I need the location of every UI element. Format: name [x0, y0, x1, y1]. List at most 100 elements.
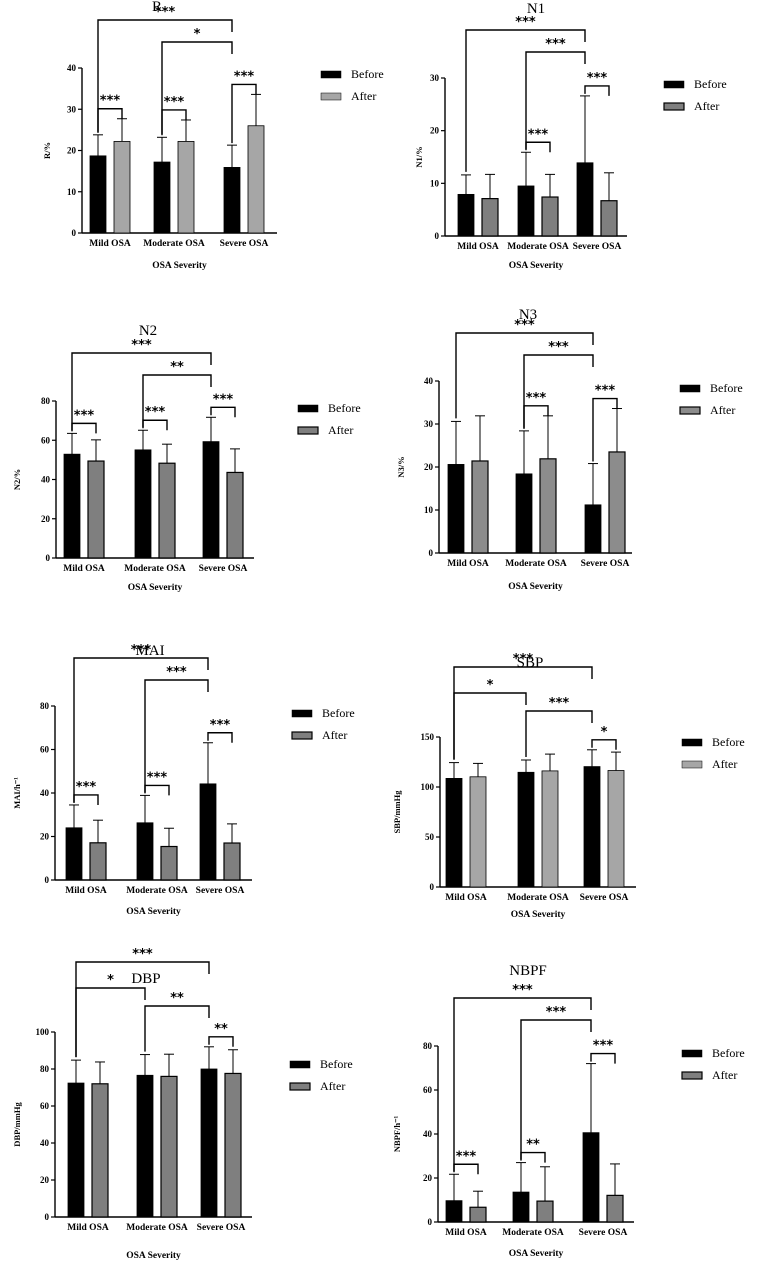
- y-tick-label: 40: [40, 788, 50, 798]
- legend-label-after: After: [328, 423, 353, 437]
- significance-bracket: **: [144, 991, 210, 1052]
- significance-label: *: [107, 973, 114, 988]
- significance-bracket: *: [161, 27, 233, 135]
- significance-bracket: *: [453, 678, 527, 760]
- significance-bracket: ***: [142, 405, 168, 431]
- legend-label-after: After: [322, 728, 347, 742]
- y-axis-title: N2/%: [12, 469, 22, 490]
- x-tick-label: Moderate OSA: [507, 242, 569, 252]
- significance-label: ***: [595, 384, 616, 399]
- bar-before-severe-osa: [583, 766, 601, 888]
- x-tick-label: Severe OSA: [196, 886, 245, 896]
- bar-after-moderate-osa: [158, 462, 176, 559]
- y-axis-title: MAI/h⁻¹: [12, 777, 22, 809]
- bracket-line: [208, 1036, 234, 1047]
- y-tick-label: 100: [421, 782, 435, 792]
- x-tick-label: Severe OSA: [199, 564, 248, 574]
- bar-after-moderate-osa: [160, 1075, 178, 1218]
- legend-label-before: Before: [322, 706, 355, 720]
- x-tick-label: Mild OSA: [445, 1228, 487, 1238]
- y-tick-label: 0: [45, 875, 50, 885]
- significance-label: ***: [515, 15, 536, 30]
- significance-label: ***: [164, 95, 185, 110]
- legend-label-after: After: [712, 757, 737, 771]
- y-tick-label: 20: [430, 126, 440, 136]
- bar-before-moderate-osa: [512, 1191, 530, 1223]
- bar-after-mild-osa: [91, 1083, 109, 1218]
- chart-title: N2: [139, 323, 157, 339]
- bracket-line: [591, 739, 617, 750]
- y-tick-label: 20: [40, 832, 50, 842]
- bar-before-severe-osa: [584, 504, 602, 554]
- x-tick-label: Severe OSA: [573, 242, 622, 252]
- y-axis-title: R/%: [42, 142, 52, 159]
- y-tick-label: 20: [424, 462, 434, 472]
- bracket-line: [75, 987, 146, 1058]
- x-tick-label: Mild OSA: [63, 564, 105, 574]
- bar-after-mild-osa: [481, 198, 499, 237]
- bracket-line: [453, 1163, 479, 1175]
- significance-bracket: ***: [453, 983, 592, 1172]
- bar-before-severe-osa: [576, 162, 594, 237]
- significance-bracket: **: [142, 360, 212, 428]
- bar-before-mild-osa: [457, 193, 475, 237]
- bar-after-moderate-osa: [177, 141, 195, 234]
- y-axis-title: SBP/mmHg: [392, 790, 402, 834]
- significance-label: ***: [76, 780, 97, 795]
- legend-label-before: Before: [712, 1046, 745, 1060]
- significance-label: ***: [456, 1149, 477, 1164]
- y-tick-label: 0: [429, 548, 434, 558]
- significance-bracket: ***: [453, 652, 593, 760]
- bar-after-moderate-osa: [541, 196, 559, 237]
- bracket-line: [161, 41, 233, 135]
- bracket-line: [455, 332, 594, 419]
- legend-swatch-after: [297, 426, 319, 435]
- significance-label: ***: [166, 665, 187, 680]
- significance-bracket: **: [520, 1138, 546, 1163]
- y-tick-label: 100: [36, 1027, 50, 1037]
- x-tick-label: Moderate OSA: [126, 1223, 188, 1233]
- bar-after-severe-osa: [247, 125, 265, 234]
- y-tick-label: 20: [40, 1175, 50, 1185]
- legend-label-after: After: [710, 403, 735, 417]
- legend-swatch-after: [291, 731, 313, 740]
- significance-label: ***: [132, 947, 153, 962]
- y-tick-label: 0: [46, 553, 51, 563]
- x-axis-title: OSA Severity: [152, 261, 207, 271]
- significance-label: ***: [587, 71, 608, 86]
- significance-bracket: ***: [161, 95, 187, 136]
- bracket-line: [71, 422, 97, 434]
- bar-after-mild-osa: [89, 842, 107, 881]
- x-axis-title: OSA Severity: [511, 910, 566, 920]
- bracket-line: [525, 51, 586, 150]
- bar-after-severe-osa: [607, 770, 625, 888]
- y-tick-label: 60: [423, 1085, 433, 1095]
- y-tick-label: 0: [435, 231, 440, 241]
- bar-before-moderate-osa: [517, 185, 535, 237]
- x-tick-label: Severe OSA: [579, 1228, 628, 1238]
- chart-title: MAI: [135, 643, 164, 659]
- y-tick-label: 80: [423, 1041, 433, 1051]
- bar-after-mild-osa: [113, 141, 131, 234]
- bracket-line: [231, 83, 257, 144]
- significance-label: ***: [528, 127, 549, 142]
- x-axis-title: OSA Severity: [126, 907, 181, 917]
- significance-bracket: ***: [231, 69, 257, 144]
- x-tick-label: Mild OSA: [89, 239, 131, 249]
- y-tick-label: 40: [40, 1138, 50, 1148]
- y-tick-label: 0: [428, 1217, 433, 1227]
- y-tick-label: 30: [424, 419, 434, 429]
- x-tick-label: Moderate OSA: [143, 239, 205, 249]
- bracket-line: [520, 1151, 546, 1163]
- significance-label: ***: [548, 340, 569, 355]
- significance-bracket: ***: [590, 1039, 616, 1064]
- x-axis-title: OSA Severity: [128, 583, 183, 593]
- significance-label: *: [487, 678, 494, 693]
- significance-bracket: ***: [73, 780, 99, 805]
- legend-label-after: After: [351, 89, 376, 103]
